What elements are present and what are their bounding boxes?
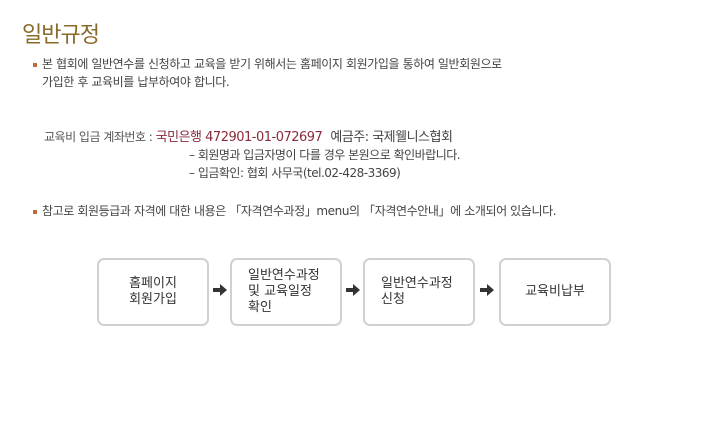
account-label: 교육비 입금 계좌번호 :: [44, 130, 156, 144]
account-holder: 예금주: 국제웰니스협회: [330, 130, 453, 145]
flow-step-label: 일반연수과정 신청: [381, 276, 453, 307]
flow-step-signup: 홈페이지 회원가입: [97, 258, 209, 326]
notice-membership-line2: 가입한 후 교육비를 납부하여야 합니다.: [42, 75, 230, 89]
bullet-icon: [33, 210, 37, 214]
account-number: 472901-01-072697: [201, 130, 323, 145]
bullet-icon: [33, 63, 37, 67]
flow-step-label: 홈페이지 회원가입: [129, 276, 177, 307]
right-arrow-icon: [480, 284, 494, 296]
account-note-name-mismatch: – 회원명과 입금자명이 다를 경우 본원으로 확인바랍니다.: [189, 148, 461, 162]
right-arrow-icon: [346, 284, 360, 296]
account-note-confirmation: – 입금확인: 협회 사무국(tel.02-428-3369): [189, 166, 401, 180]
account-row: 교육비 입금 계좌번호 : 국민은행 472901-01-072697 예금주: …: [44, 128, 460, 146]
process-flow: 홈페이지 회원가입 일반연수과정 및 교육일정 확인 일반연수과정 신청 교육비…: [97, 258, 617, 326]
notice-qualification: 참고로 회원등급과 자격에 대한 내용은 「자격연수과정」menu의 「자격연수…: [42, 204, 557, 218]
notice-membership-line1: 본 협회에 일반연수를 신청하고 교육을 받기 위해서는 홈페이지 회원가입을 …: [42, 57, 502, 71]
account-info: 교육비 입금 계좌번호 : 국민은행 472901-01-072697 예금주: …: [44, 128, 461, 182]
right-arrow-icon: [213, 284, 227, 296]
page-title: 일반규정: [22, 23, 100, 48]
flow-step-label: 교육비납부: [525, 284, 585, 299]
flow-step-apply: 일반연수과정 신청: [363, 258, 475, 326]
flow-step-label: 일반연수과정 및 교육일정 확인: [248, 268, 320, 315]
notice-membership: 본 협회에 일반연수를 신청하고 교육을 받기 위해서는 홈페이지 회원가입을 …: [42, 55, 502, 91]
flow-step-check-schedule: 일반연수과정 및 교육일정 확인: [230, 258, 342, 326]
account-bank: 국민은행: [155, 130, 202, 145]
flow-step-payment: 교육비납부: [499, 258, 611, 326]
